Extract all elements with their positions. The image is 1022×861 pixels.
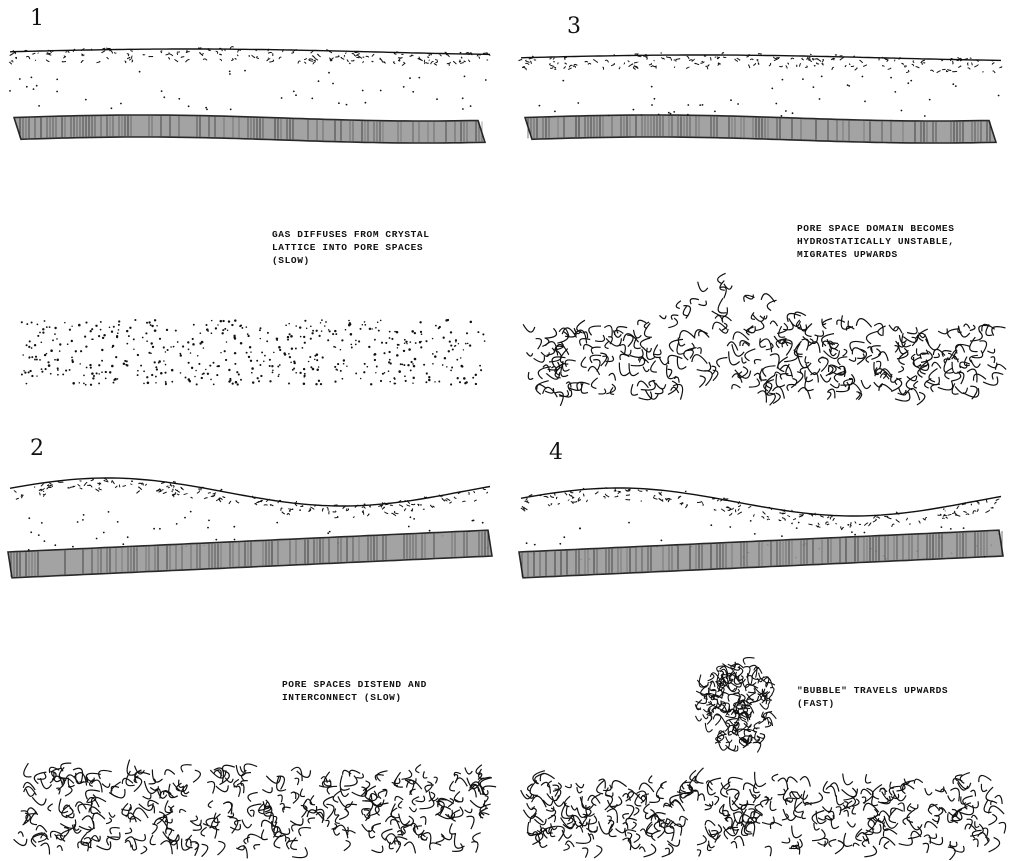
panel-2-illustration — [0, 430, 511, 860]
panel-1: 1 GAS DIFFUSES FROM CRYSTAL LATTICE INTO… — [0, 0, 511, 430]
panel-2: 2 PORE SPACES DISTEND AND INTERCONNECT (… — [0, 430, 511, 860]
pore-tangle — [521, 768, 1006, 860]
panel-4: 4 "BUBBLE" TRAVELS UPWARDS (FAST) — [511, 430, 1022, 860]
stratum-band — [525, 115, 996, 143]
stratum-band — [14, 115, 485, 143]
pore-tangle — [14, 760, 497, 859]
panel-4-illustration — [511, 430, 1022, 860]
stratum-band — [8, 530, 492, 578]
panel-3: 3 PORE SPACE DOMAIN BECOMES HYDROSTATICA… — [511, 0, 1022, 430]
panel-3-illustration — [511, 0, 1022, 430]
caption-2: PORE SPACES DISTEND AND INTERCONNECT (SL… — [282, 678, 427, 704]
caption-1: GAS DIFFUSES FROM CRYSTAL LATTICE INTO P… — [272, 228, 430, 267]
surface-crust — [9, 47, 490, 111]
bubble — [695, 658, 776, 753]
stratum-band — [519, 530, 1003, 578]
pore-dots — [21, 319, 486, 386]
pore-tangle — [523, 273, 1006, 406]
caption-4: "BUBBLE" TRAVELS UPWARDS (FAST) — [797, 684, 948, 710]
caption-3: PORE SPACE DOMAIN BECOMES HYDROSTATICALL… — [797, 222, 955, 261]
surface-crust — [519, 53, 1002, 117]
panel-1-illustration — [0, 0, 511, 430]
